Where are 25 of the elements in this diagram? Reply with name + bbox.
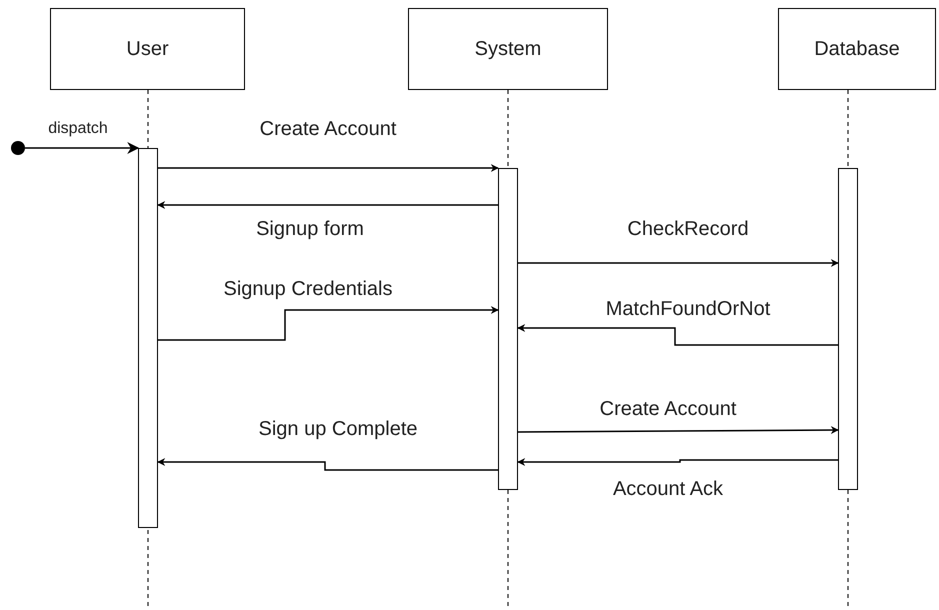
message-arrow bbox=[158, 164, 499, 172]
activation-bar bbox=[838, 168, 858, 490]
message-arrow bbox=[518, 426, 839, 434]
message-arrow bbox=[518, 259, 839, 267]
edge-label: Account Ack bbox=[612, 478, 724, 501]
message-arrow bbox=[158, 306, 499, 341]
activation-bar bbox=[138, 148, 158, 528]
edge-label: dispatch bbox=[48, 120, 108, 138]
participant-box: User bbox=[50, 8, 245, 90]
edge-label: Sign up Complete bbox=[258, 418, 418, 441]
edge-label: CheckRecord bbox=[627, 218, 749, 241]
activation-bar bbox=[498, 168, 518, 490]
message-arrow bbox=[517, 324, 838, 346]
participant-box: Database bbox=[778, 8, 936, 90]
edge-label: Create Account bbox=[260, 118, 396, 141]
participant-box: System bbox=[408, 8, 608, 90]
message-arrow bbox=[25, 142, 140, 154]
message-arrow bbox=[517, 458, 838, 466]
edge-label: Signup Credentials bbox=[224, 278, 392, 301]
start-dot bbox=[11, 141, 25, 155]
message-arrow bbox=[157, 458, 498, 471]
edge-label: MatchFoundOrNot bbox=[606, 298, 770, 321]
edge-label: Signup form bbox=[256, 218, 364, 241]
edge-label: Create Account bbox=[600, 398, 736, 421]
message-arrow bbox=[157, 201, 498, 209]
